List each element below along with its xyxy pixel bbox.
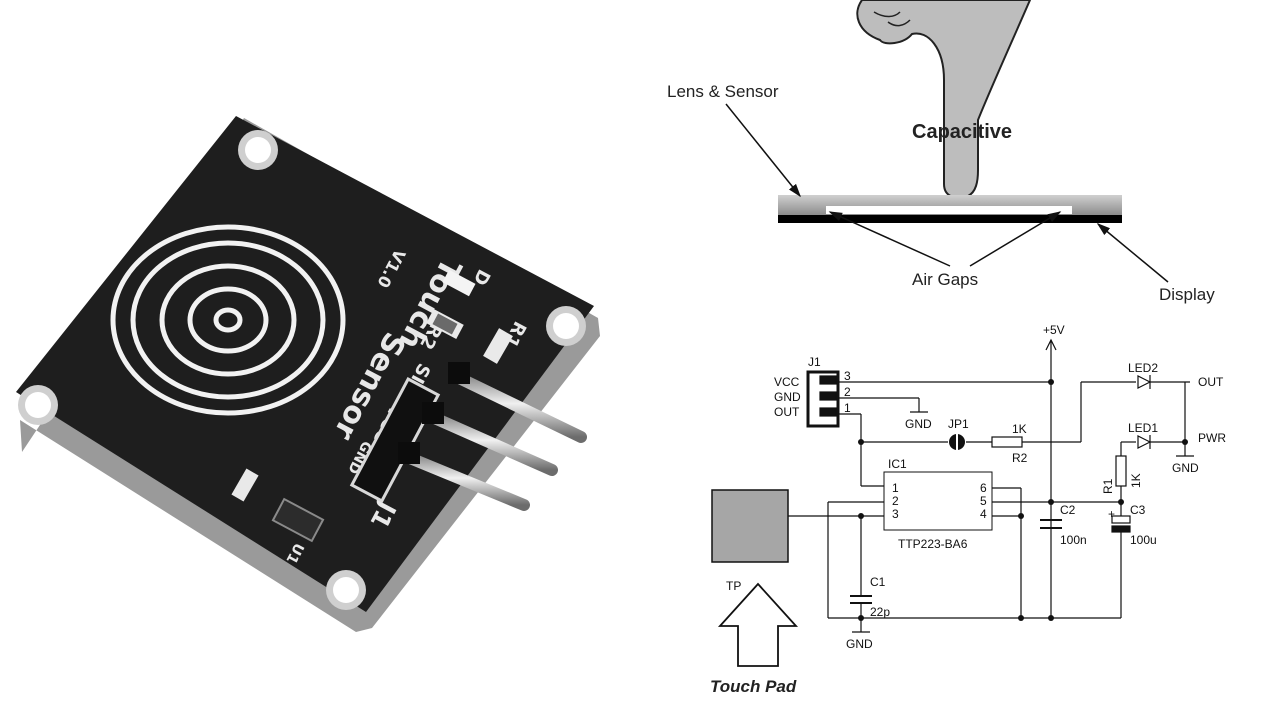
j1-num-1: 1 bbox=[844, 401, 851, 415]
j1-pin-out: OUT bbox=[774, 405, 800, 419]
out-label: OUT bbox=[1198, 375, 1224, 389]
touch-sensor-module: V1.0 Touch Sensor D R2 R1 SIG VCC GND J1… bbox=[16, 116, 600, 632]
j1-num-3: 3 bbox=[844, 369, 851, 383]
gnd-label-led: GND bbox=[1172, 461, 1199, 475]
capacitive-title: Capacitive bbox=[912, 121, 1012, 143]
r2-value: 1K bbox=[1012, 422, 1027, 436]
lens-sensor-label: Lens & Sensor bbox=[667, 82, 779, 101]
c1-label: C1 bbox=[870, 575, 886, 589]
c2-label: C2 bbox=[1060, 503, 1076, 517]
display-layer bbox=[778, 215, 1122, 223]
c2-value: 100n bbox=[1060, 533, 1087, 547]
led2-label: LED2 bbox=[1128, 361, 1158, 375]
gnd-label-j1: GND bbox=[905, 417, 932, 431]
touch-pad-arrow bbox=[717, 582, 799, 667]
schematic bbox=[711, 338, 1194, 667]
ic-pin-3: 3 bbox=[892, 507, 899, 521]
air-gap bbox=[826, 206, 1072, 214]
r1-label: R1 bbox=[1101, 478, 1115, 494]
pwr-label: PWR bbox=[1198, 431, 1226, 445]
j1-pin-vcc: VCC bbox=[774, 375, 800, 389]
finger-illustration bbox=[856, 0, 1032, 199]
j1-num-2: 2 bbox=[844, 385, 851, 399]
jp1-label: JP1 bbox=[948, 417, 969, 431]
tp-label: TP bbox=[726, 579, 741, 593]
j1-connector bbox=[806, 370, 840, 428]
c3-plus: + bbox=[1108, 507, 1115, 521]
r1-value: 1K bbox=[1129, 473, 1143, 488]
r2-label: R2 bbox=[1012, 451, 1028, 465]
ic-pin-1: 1 bbox=[892, 481, 899, 495]
ic-pin-6: 6 bbox=[980, 481, 987, 495]
air-gaps-label: Air Gaps bbox=[912, 270, 978, 289]
c3-label: C3 bbox=[1130, 503, 1146, 517]
gnd-label-c1: GND bbox=[846, 637, 873, 651]
vplus-label: +5V bbox=[1043, 323, 1065, 337]
smd-components bbox=[231, 269, 513, 543]
led1-label: LED1 bbox=[1128, 421, 1158, 435]
display-label: Display bbox=[1159, 285, 1215, 304]
ic1-chip bbox=[883, 471, 993, 531]
j1-pin-gnd: GND bbox=[774, 390, 801, 404]
c1-value: 22p bbox=[870, 605, 890, 619]
ic1-label: IC1 bbox=[888, 457, 907, 471]
c3-value: 100u bbox=[1130, 533, 1157, 547]
header-pins bbox=[349, 362, 587, 511]
ic-pin-2: 2 bbox=[892, 494, 899, 508]
ic-pin-5: 5 bbox=[980, 494, 987, 508]
j1-label: J1 bbox=[808, 355, 821, 369]
ic-pin-4: 4 bbox=[980, 507, 987, 521]
schematic-labels: +5V J1 VCC GND OUT 3 2 1 GND JP1 1K R2 L… bbox=[710, 323, 1226, 696]
capacitive-diagram: Capacitive Lens & Sensor Air Gaps Displa… bbox=[667, 0, 1215, 304]
mounting-holes bbox=[18, 130, 586, 610]
touch-pad-caption: Touch Pad bbox=[710, 677, 797, 696]
touch-pad-rings bbox=[110, 224, 346, 416]
touch-pad-block bbox=[711, 489, 789, 563]
ic-part: TTP223-BA6 bbox=[898, 537, 968, 551]
